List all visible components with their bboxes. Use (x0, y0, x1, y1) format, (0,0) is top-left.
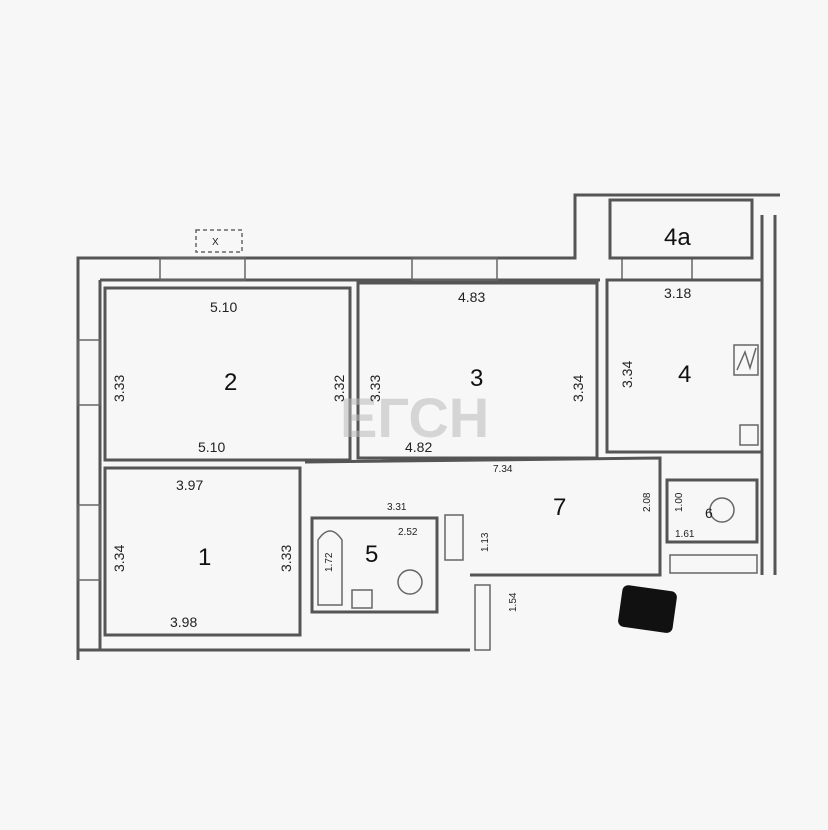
dim: 1.00 (674, 492, 685, 512)
dim: 4.82 (405, 439, 432, 455)
dim: 3.33 (111, 375, 127, 402)
dim: 7.34 (493, 464, 513, 475)
room-number-3: 3 (470, 365, 483, 392)
dim: 3.31 (387, 502, 407, 513)
sink-icon (739, 424, 759, 446)
dim: 2.08 (642, 492, 653, 512)
dim: 1.13 (480, 532, 491, 552)
toilet-icon (709, 497, 735, 523)
watermark: ЕГСН (340, 386, 489, 449)
fixtures (317, 344, 759, 609)
dim: 4.83 (458, 289, 485, 305)
toilet-icon (397, 569, 423, 595)
dim: 3.34 (111, 545, 127, 572)
room-number-4a: 4a (664, 224, 691, 251)
room-number-2: 2 (224, 369, 237, 396)
dim: 2.52 (398, 527, 418, 538)
dim: 3.97 (176, 477, 203, 493)
dim: 3.34 (619, 361, 635, 388)
dim: 3.34 (570, 375, 586, 402)
dimensions: 3.97 3.34 3.33 3.98 5.10 3.33 3.32 5.10 … (111, 285, 695, 630)
stove-icon (733, 344, 759, 376)
room-6 (665, 478, 759, 544)
room-number-6: 6 (705, 505, 713, 521)
room-number-5: 5 (365, 541, 378, 568)
room-5 (310, 516, 439, 614)
room-number-1: 1 (198, 544, 211, 571)
dim: 3.18 (664, 285, 691, 301)
dim: 5.10 (198, 439, 225, 455)
dim: 1.72 (324, 552, 335, 572)
redaction-mark (618, 585, 677, 633)
bathtub-icon (317, 530, 343, 606)
room-1 (103, 466, 302, 637)
room-2 (103, 286, 352, 462)
sink-icon (351, 589, 373, 609)
room-3 (356, 281, 599, 460)
dim: 1.61 (675, 529, 695, 540)
room-4 (605, 278, 764, 454)
room-7 (304, 456, 662, 577)
shaft (474, 584, 491, 651)
room-number-4: 4 (678, 361, 691, 388)
dim: 1.54 (508, 592, 519, 612)
vent-mark: X (212, 237, 219, 248)
cabinet-icon (444, 514, 464, 561)
dim: 5.10 (210, 299, 237, 315)
room-4a (608, 198, 754, 260)
stove-symbol-icon (736, 347, 757, 371)
dim: 3.98 (170, 614, 197, 630)
closet (669, 554, 758, 574)
room-number-7: 7 (553, 494, 566, 521)
dim: 3.33 (278, 545, 294, 572)
dim: 3.32 (331, 375, 347, 402)
dim: 3.33 (367, 375, 383, 402)
